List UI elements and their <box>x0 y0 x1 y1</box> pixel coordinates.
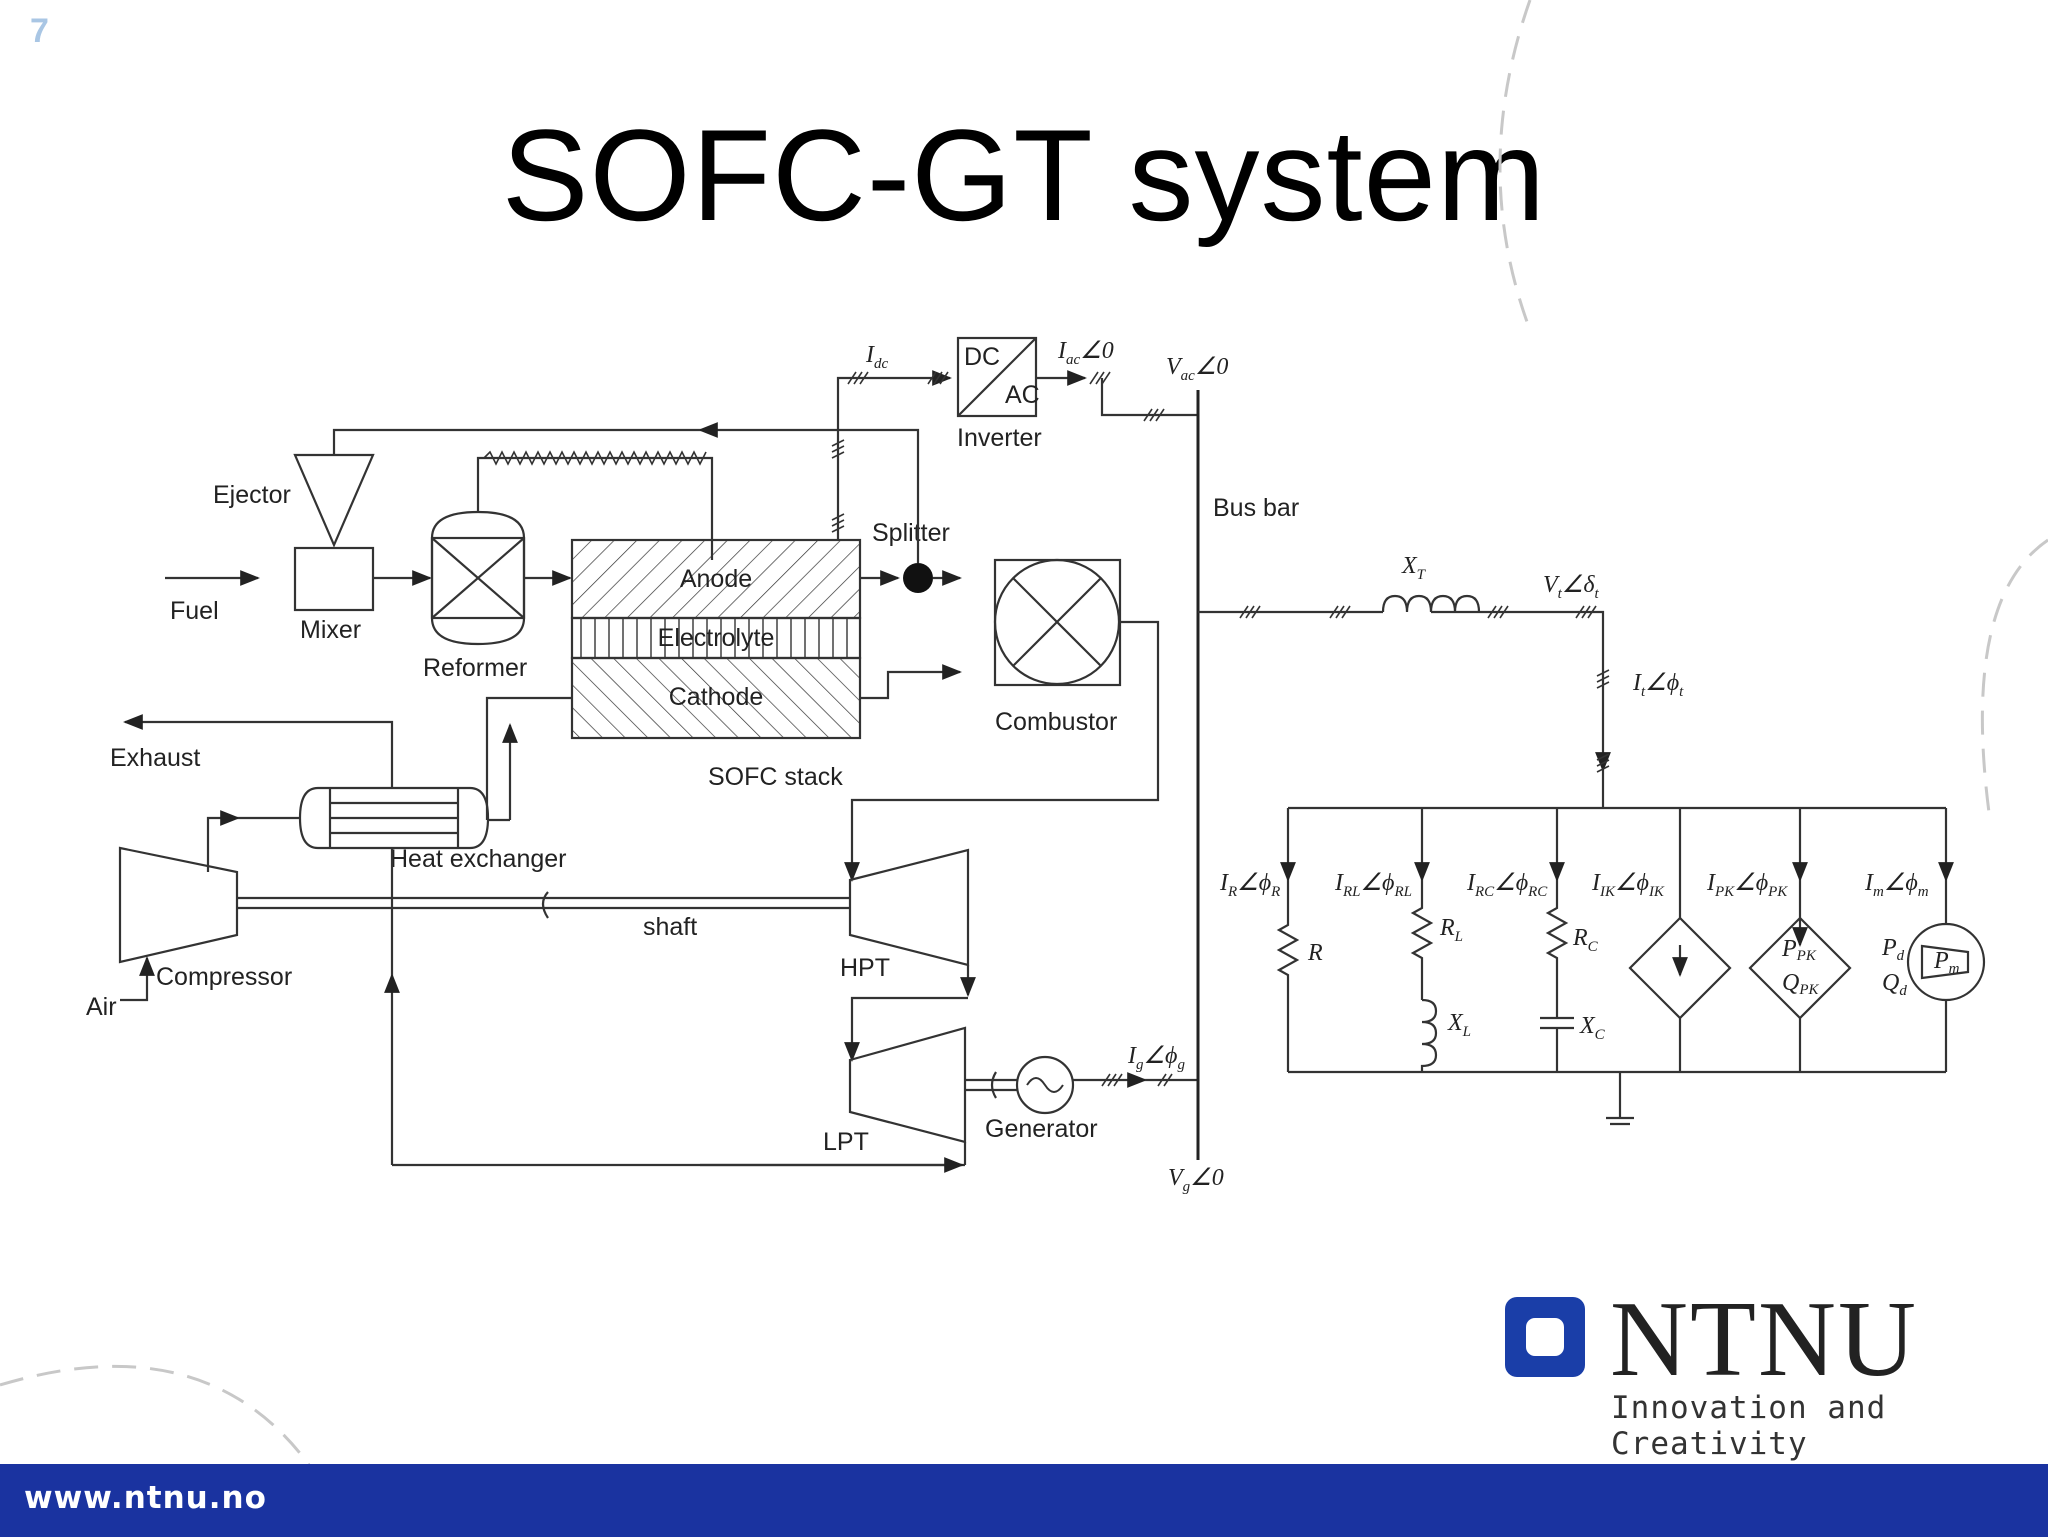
logo-square-icon <box>1505 1297 1585 1377</box>
im-symbol: Im∠ϕm <box>1864 870 1929 900</box>
combustor <box>993 558 1122 687</box>
splitter-label: Splitter <box>872 519 950 547</box>
mixer-label: Mixer <box>300 616 361 644</box>
compressor-label: Compressor <box>156 963 292 991</box>
exhaust-label: Exhaust <box>110 744 200 772</box>
ig-symbol: Ig∠ϕg <box>1127 1043 1185 1073</box>
generator-label: Generator <box>985 1115 1098 1143</box>
sofc-stack <box>570 538 862 740</box>
lpt <box>848 1026 967 1144</box>
bus-bar-label: Bus bar <box>1213 494 1299 522</box>
mixer <box>293 546 375 612</box>
anode-label: Anode <box>680 565 752 593</box>
inverter-dc-label: DC <box>964 343 1000 371</box>
sofc-stack-label: SOFC stack <box>708 763 843 791</box>
qpk-symbol: QPK <box>1782 970 1820 998</box>
vt-symbol: Vt∠δt <box>1543 572 1600 602</box>
vac-symbol: Vac∠0 <box>1166 354 1228 384</box>
cathode-label: Cathode <box>669 683 764 711</box>
vg-symbol: Vg∠0 <box>1168 1165 1224 1195</box>
ejector <box>293 453 375 548</box>
ntnu-logo: NTNU Innovation and Creativity <box>1505 1280 2025 1462</box>
slide-number: 7 <box>30 12 49 50</box>
r-symbol: R <box>1307 940 1323 966</box>
rl-symbol: RL <box>1439 915 1463 945</box>
hpt-label: HPT <box>840 954 890 982</box>
slide-title: SOFC-GT system <box>501 102 1547 248</box>
fuel-label: Fuel <box>170 597 219 625</box>
load-network <box>1276 806 1986 1126</box>
xl-symbol: XL <box>1447 1010 1471 1040</box>
footer-url[interactable]: www.ntnu.no <box>24 1480 267 1516</box>
heat-exchanger-label: Heat exchanger <box>390 845 567 873</box>
generator <box>1015 1055 1075 1115</box>
footer-bar: www.ntnu.no <box>0 1464 2048 1537</box>
qd-symbol: Qd <box>1882 970 1907 999</box>
pm-symbol: Pm <box>1933 948 1960 977</box>
rc-symbol: RC <box>1572 925 1599 955</box>
ir-symbol: IR∠ϕR <box>1219 870 1280 900</box>
xc-symbol: XC <box>1579 1013 1606 1043</box>
idc-symbol: Idc <box>865 342 889 372</box>
compressor <box>118 846 239 964</box>
pd-symbol: Pd <box>1881 935 1905 964</box>
lpt-label: LPT <box>823 1128 869 1156</box>
heat-exchanger <box>298 786 490 850</box>
reformer <box>430 510 526 646</box>
electrolyte-label: Electrolyte <box>658 624 775 652</box>
xt-symbol: XT <box>1401 553 1427 583</box>
hpt <box>848 848 970 967</box>
inverter-label: Inverter <box>957 424 1042 452</box>
air-label: Air <box>86 993 117 1021</box>
iac-symbol: Iac∠0 <box>1057 338 1114 368</box>
logo-tagline: Innovation and Creativity <box>1611 1390 1887 1462</box>
iik-symbol: IIK∠ϕIK <box>1591 870 1665 900</box>
splitter <box>903 563 933 593</box>
logo-text: NTNU <box>1610 1280 1918 1399</box>
ipk-symbol: IPK∠ϕPK <box>1706 870 1788 900</box>
ppk-symbol: PPK <box>1781 936 1817 964</box>
irc-symbol: IRC∠ϕRC <box>1466 870 1548 900</box>
combustor-label: Combustor <box>995 708 1117 736</box>
shaft-label: shaft <box>643 913 697 941</box>
reformer-label: Reformer <box>423 654 527 682</box>
inverter-ac-label: AC <box>1005 381 1040 409</box>
it-symbol: It∠ϕt <box>1632 670 1684 700</box>
irl-symbol: IRL∠ϕRL <box>1334 870 1412 900</box>
ejector-label: Ejector <box>213 481 291 509</box>
